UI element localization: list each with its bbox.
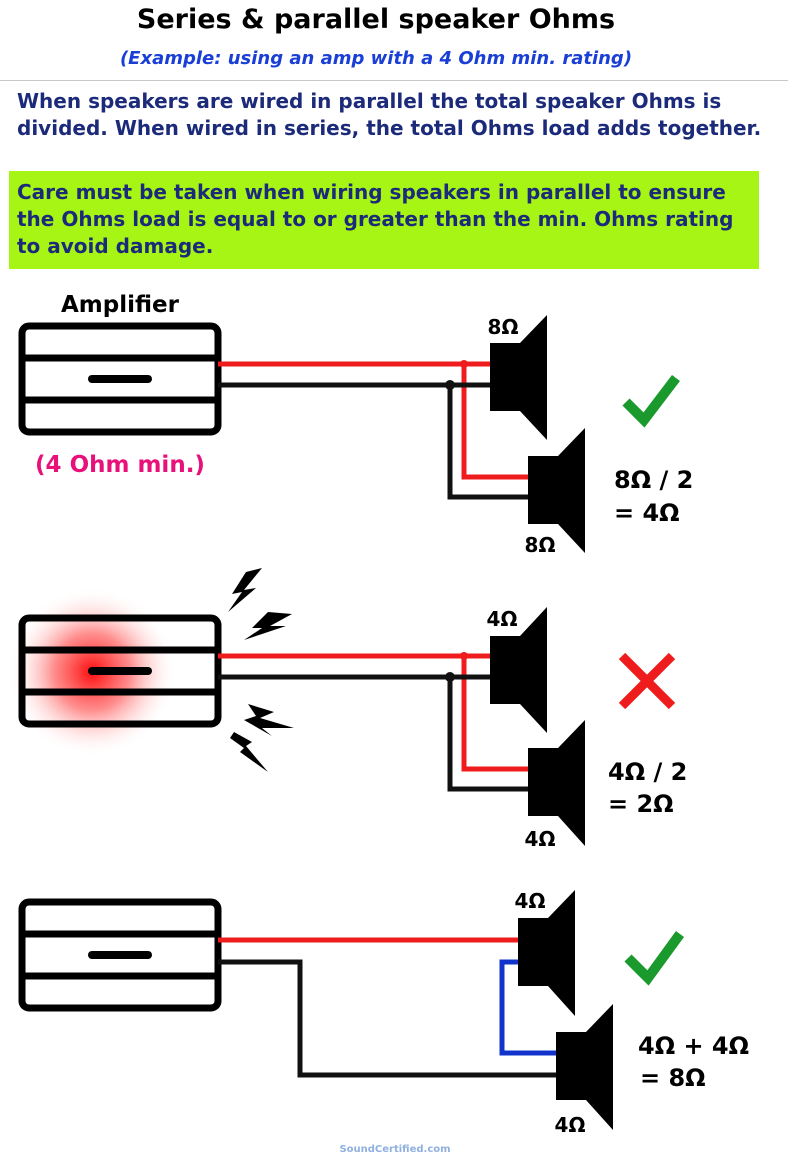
speaker-icon [490, 607, 547, 733]
amplifier-3 [18, 898, 222, 1012]
amplifier-label: Amplifier [61, 292, 180, 318]
page-subtitle: (Example: using an amp with a 4 Ohm min.… [119, 48, 633, 69]
amplifier-1 [18, 322, 222, 436]
warning-callout: Care must be taken when wiring speakers … [9, 171, 759, 269]
result-formula: 4Ω / 2 [608, 758, 687, 786]
speaker-rating: 4Ω [555, 1113, 586, 1137]
check-icon [622, 374, 680, 428]
intro-paragraph: When speakers are wired in parallel the … [17, 89, 762, 140]
footer-watermark: SoundCertified.com [339, 1144, 450, 1155]
header-divider [0, 80, 788, 81]
check-icon [624, 931, 685, 986]
wires-3 [218, 937, 558, 1078]
speaker-icon [490, 315, 547, 440]
result-value: = 2Ω [608, 790, 674, 818]
speaker-icon [556, 1004, 613, 1130]
speaker-icon [518, 890, 575, 1016]
result-value: = 4Ω [614, 499, 680, 527]
speaker-rating: 8Ω [488, 315, 519, 339]
result-formula: 8Ω / 2 [614, 466, 693, 494]
speaker-rating: 4Ω [515, 889, 546, 913]
result-formula: 4Ω + 4Ω [638, 1032, 749, 1060]
speaker-rating: 4Ω [487, 607, 518, 631]
speaker-rating: 4Ω [525, 827, 556, 851]
result-value: = 8Ω [640, 1064, 706, 1092]
lightning-icon [228, 568, 294, 772]
amp-min-rating: (4 Ohm min.) [35, 452, 205, 478]
speaker-icon [528, 428, 585, 553]
wires-1 [218, 360, 530, 500]
cross-icon [618, 652, 676, 710]
wires-2 [218, 652, 530, 792]
speaker-rating: 8Ω [525, 533, 556, 557]
speaker-icon [528, 720, 585, 846]
page-title: Series & parallel speaker Ohms [136, 4, 616, 35]
amplifier-2 [18, 614, 222, 728]
